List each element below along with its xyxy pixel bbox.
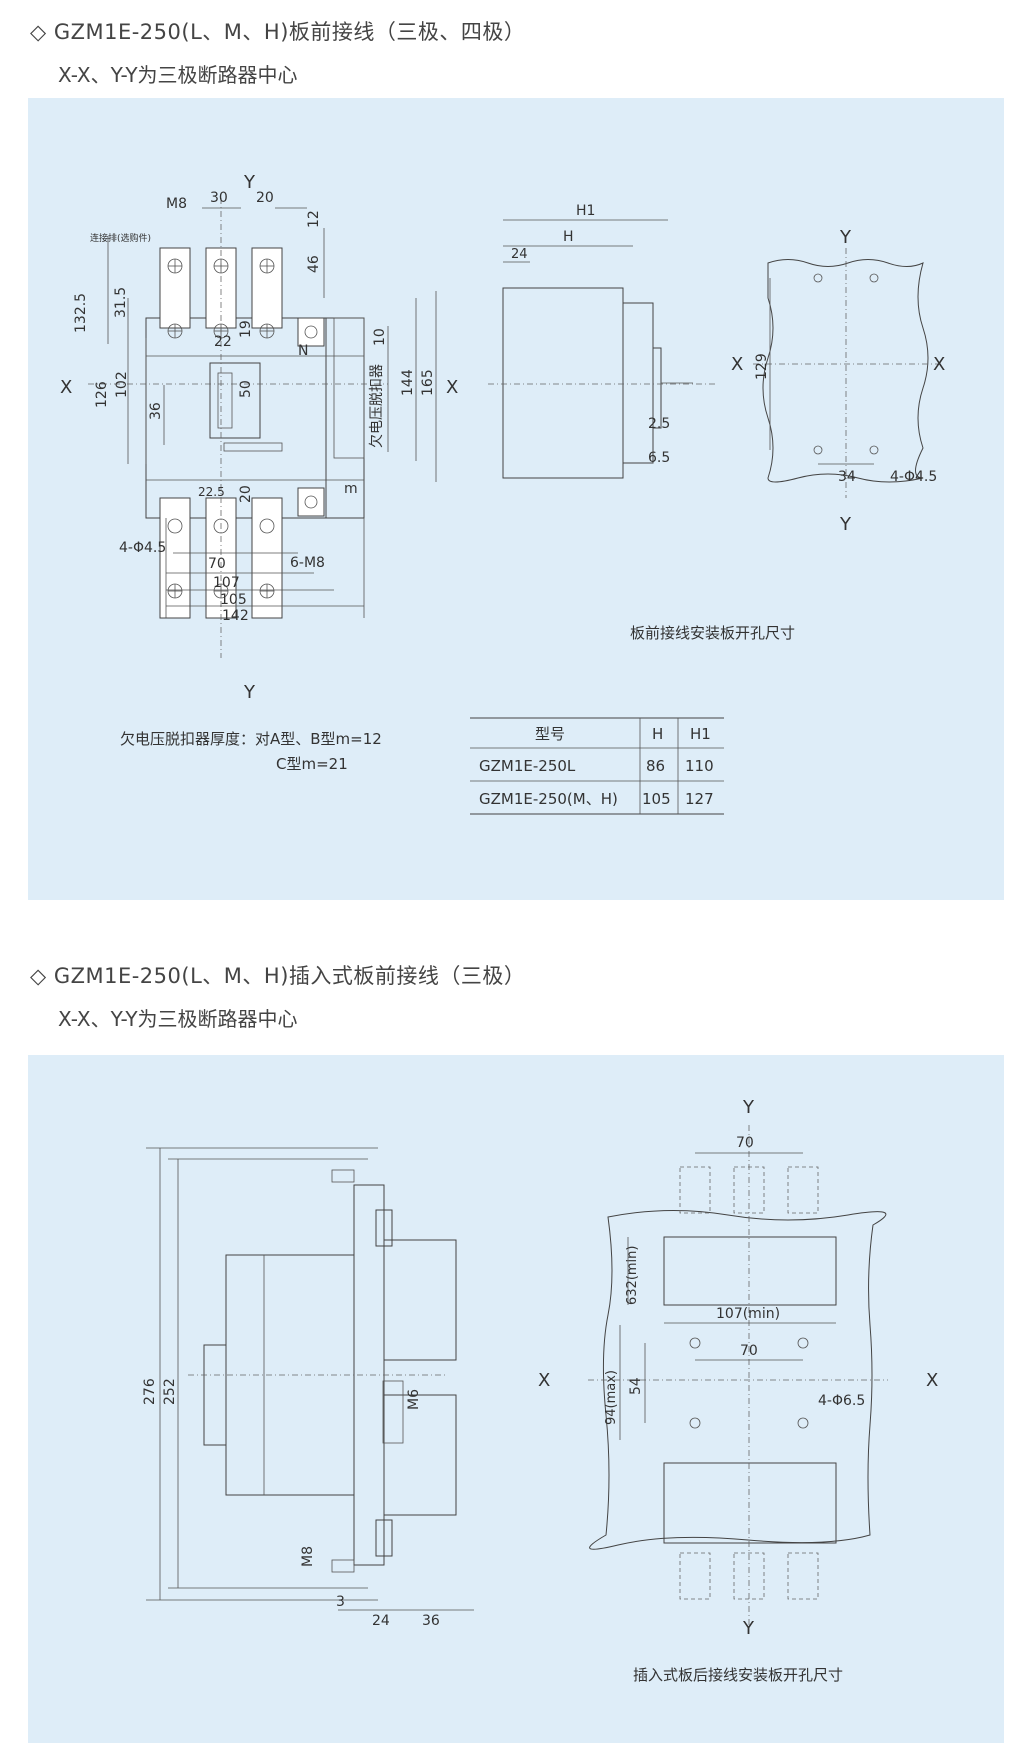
section2-heading: ◇ GZM1E-250(L、M、H)插入式板前接线（三极） xyxy=(30,964,526,988)
plugin-36: 36 xyxy=(422,1613,440,1629)
label-142: 142 xyxy=(222,608,249,624)
label-46: 46 xyxy=(306,255,322,273)
label-10: 10 xyxy=(372,328,388,346)
label-102: 102 xyxy=(114,371,130,398)
label-m8: M8 xyxy=(166,196,187,212)
side-6-5: 6.5 xyxy=(648,450,670,466)
label-22: 22 xyxy=(214,334,232,350)
label-70: 70 xyxy=(208,556,226,572)
mount1-x-right: X xyxy=(933,354,945,375)
label-165: 165 xyxy=(420,369,436,396)
label-36: 36 xyxy=(148,402,164,420)
mount2-70a: 70 xyxy=(736,1135,754,1151)
table-row1-model: GZM1E-250L xyxy=(479,757,576,775)
mount-cutout xyxy=(753,248,938,498)
label-holes-4-45: 4-Φ4.5 xyxy=(119,540,166,556)
label-132-5: 132.5 xyxy=(73,293,89,333)
front-view xyxy=(88,198,437,658)
front-x-right: X xyxy=(446,377,458,398)
plugin-side-view xyxy=(146,1147,474,1611)
mount2-holes: 4-Φ6.5 xyxy=(818,1393,865,1409)
mount1-y-bottom: Y xyxy=(839,514,852,535)
label-20b: 20 xyxy=(238,485,254,503)
table-header-h: H xyxy=(652,725,663,743)
plugin-m8: M8 xyxy=(300,1546,316,1567)
side-h1: H1 xyxy=(576,203,595,219)
section1-subheading: X-X、Y-Y为三极断路器中心 xyxy=(58,63,298,87)
label-144: 144 xyxy=(400,369,416,396)
section2-drawing: 276 252 M6 M8 3 24 36 Y Y X X 70 632(min… xyxy=(142,1097,938,1684)
plugin-252: 252 xyxy=(162,1378,178,1405)
mount2-632: 632(min) xyxy=(625,1246,640,1305)
table-row1-h1: 110 xyxy=(685,757,714,775)
label-uv-release: 欠电压脱扣器 xyxy=(369,364,385,448)
plugin-mount-cutout xyxy=(588,1125,888,1625)
mount2-x-right: X xyxy=(926,1370,938,1391)
label-126: 126 xyxy=(94,381,110,408)
plugin-24: 24 xyxy=(372,1613,390,1629)
mount1-x-left: X xyxy=(731,354,743,375)
mount2-70b: 70 xyxy=(740,1343,758,1359)
label-connector: 连接排(选购件) xyxy=(90,232,151,244)
label-50: 50 xyxy=(238,380,254,398)
label-12: 12 xyxy=(306,210,322,228)
table-header-model: 型号 xyxy=(535,725,565,743)
side-h: H xyxy=(563,229,574,245)
section2-subheading: X-X、Y-Y为三极断路器中心 xyxy=(58,1007,298,1031)
label-22-5: 22.5 xyxy=(198,485,225,499)
plugin-3: 3 xyxy=(336,1594,345,1610)
mount2-y-bottom: Y xyxy=(742,1618,755,1639)
label-19: 19 xyxy=(238,320,254,338)
label-n: N xyxy=(298,343,308,359)
label-107: 107 xyxy=(213,575,240,591)
side-2-5: 2.5 xyxy=(648,416,670,432)
front-y-top: Y xyxy=(243,172,256,193)
table-header-h1: H1 xyxy=(690,725,711,743)
label-105: 105 xyxy=(220,592,247,608)
mount1-y-top: Y xyxy=(839,227,852,248)
section2-panel: 276 252 M6 M8 3 24 36 Y Y X X 70 632(min… xyxy=(28,1055,1004,1743)
mount1-34: 34 xyxy=(838,469,856,485)
mount2-54: 54 xyxy=(628,1377,644,1395)
label-6-m8: 6-M8 xyxy=(290,555,325,571)
plugin-276: 276 xyxy=(142,1378,158,1405)
section1-drawing: Y Y X X M8 30 20 12 46 连接排(选购件) 132.5 31… xyxy=(60,172,945,815)
mount2-y-top: Y xyxy=(742,1097,755,1118)
table-row2-model: GZM1E-250(M、H) xyxy=(479,790,618,808)
table-row2-h1: 127 xyxy=(685,790,714,808)
uv-note-line1: 欠电压脱扣器厚度：对A型、B型m=12 xyxy=(120,730,382,748)
section1-panel: Y Y X X M8 30 20 12 46 连接排(选购件) 132.5 31… xyxy=(28,98,1004,900)
table-row1-h: 86 xyxy=(646,757,665,775)
label-20: 20 xyxy=(256,190,274,206)
mount2-107: 107(min) xyxy=(716,1306,780,1322)
mount1-caption: 板前接线安装板开孔尺寸 xyxy=(630,624,795,642)
mount1-holes: 4-Φ4.5 xyxy=(890,469,937,485)
front-y-bottom: Y xyxy=(243,682,256,703)
mount2-94: 94(max) xyxy=(604,1370,619,1425)
section1-heading: ◇ GZM1E-250(L、M、H)板前接线（三极、四极） xyxy=(30,20,526,44)
mount1-129: 129 xyxy=(754,353,770,380)
side-view xyxy=(488,219,718,479)
table-row2-h: 105 xyxy=(642,790,671,808)
plugin-m6: M6 xyxy=(406,1389,422,1410)
mount2-x-left: X xyxy=(538,1370,550,1391)
label-30: 30 xyxy=(210,190,228,206)
mount2-caption: 插入式板后接线安装板开孔尺寸 xyxy=(633,1666,843,1684)
label-31-5: 31.5 xyxy=(113,287,129,318)
model-table xyxy=(470,717,724,815)
uv-note-line2: C型m=21 xyxy=(276,755,348,773)
side-24: 24 xyxy=(511,247,528,262)
label-m: m xyxy=(344,481,358,497)
front-x-left: X xyxy=(60,377,72,398)
